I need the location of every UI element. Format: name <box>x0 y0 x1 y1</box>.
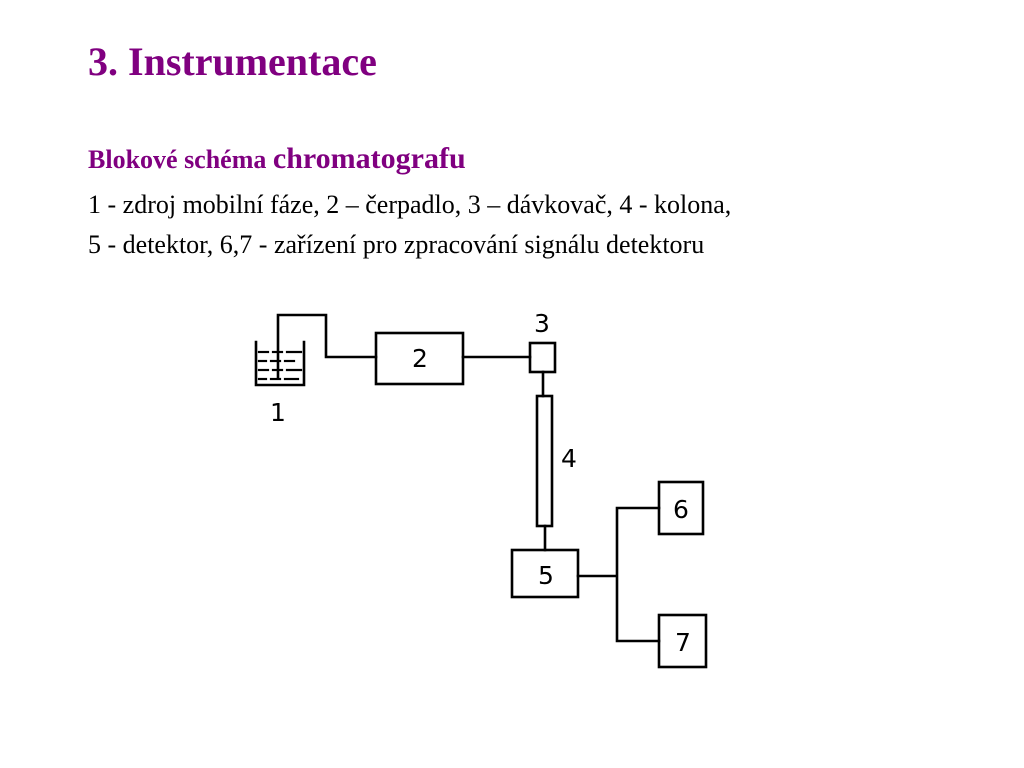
pump-block <box>374 331 465 386</box>
reservoir-label: 1 <box>270 398 286 427</box>
diagram-heading: Blokové schéma chromatografu <box>88 141 466 177</box>
slide-title: 3. Instrumentace <box>88 39 377 84</box>
injector-block <box>528 341 557 374</box>
processor-7-label: 7 <box>675 628 691 657</box>
signal-processor-6-block <box>657 480 705 536</box>
detector-block <box>510 548 580 599</box>
legend-line-2: 5 - detektor, 6,7 - zařízení pro zpracov… <box>88 230 705 259</box>
processor-6-label: 6 <box>673 495 689 524</box>
signal-processor-7-block <box>657 613 708 669</box>
pump-label: 2 <box>412 344 428 373</box>
inlet-tube <box>276 313 378 380</box>
detector-label: 5 <box>538 561 554 590</box>
column-label: 4 <box>561 444 577 473</box>
legend-line-1: 1 - zdroj mobilní fáze, 2 – čerpadlo, 3 … <box>88 190 732 219</box>
injector-label: 3 <box>534 309 550 338</box>
mobile-phase-reservoir <box>254 340 306 387</box>
diagram-heading-part1: Blokové schéma <box>88 145 273 174</box>
column-block <box>535 394 554 528</box>
diagram-heading-part2: chromatografu <box>272 142 466 175</box>
detector-output-lines <box>576 506 661 643</box>
